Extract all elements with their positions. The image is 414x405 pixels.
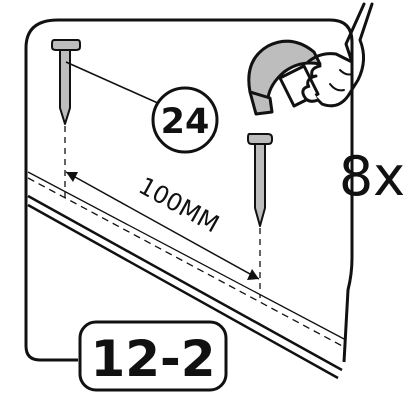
part-number: 24 <box>161 102 210 142</box>
dimension-label: 100MM <box>134 172 224 239</box>
hand-icon <box>301 2 374 108</box>
nail-icon <box>51 39 81 198</box>
panel-frame <box>24 18 354 363</box>
board <box>27 171 347 380</box>
leader-line <box>65 61 161 105</box>
quantity-label: 8x <box>339 145 405 208</box>
part-label: 24 <box>151 86 219 154</box>
dimension-arrow <box>65 171 260 280</box>
step-badge: 12-2 <box>78 320 228 392</box>
nail-icon <box>247 133 273 298</box>
step-number: 12-2 <box>90 330 215 388</box>
